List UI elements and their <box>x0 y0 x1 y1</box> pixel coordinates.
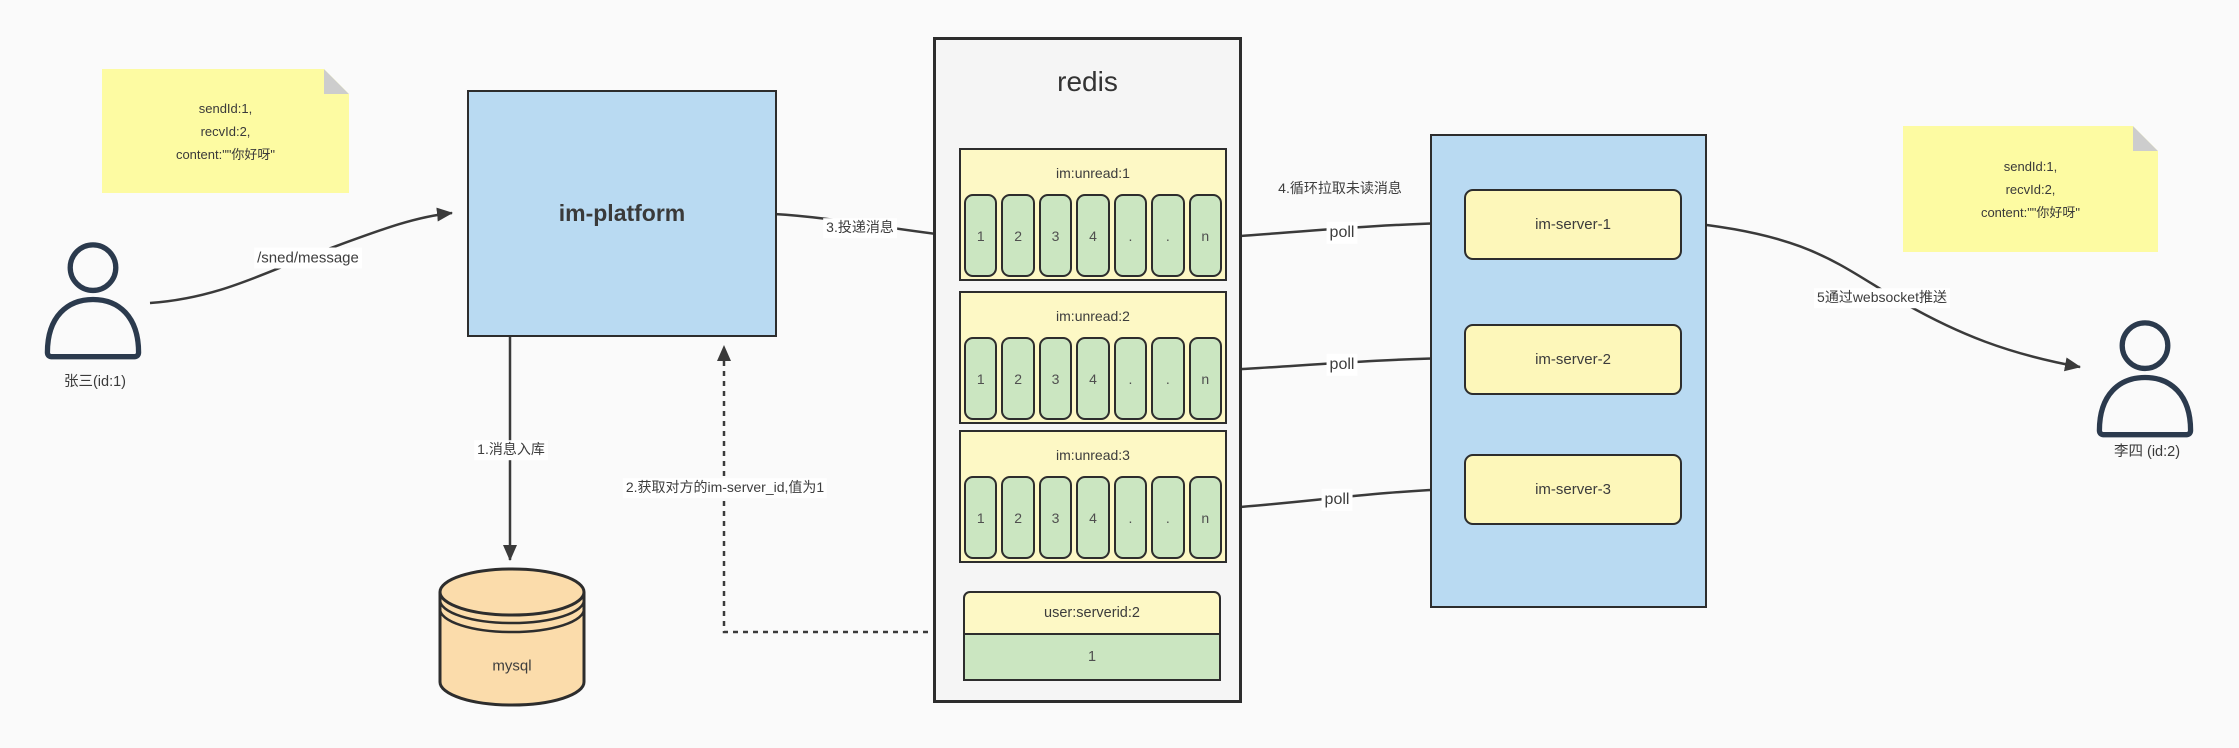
redis-container: redis im:unread:1 1 2 3 4 . . n im:unrea… <box>933 37 1242 703</box>
user-serverid-value: 1 <box>963 633 1221 681</box>
sticky-note-push-text: sendId:1, recvId:2, content:""你好呀" <box>1980 158 2081 220</box>
queue-cell: 4 <box>1076 337 1110 420</box>
mysql-label: mysql <box>492 657 532 675</box>
im-server-3-box: im-server-3 <box>1464 454 1682 525</box>
im-server-2-box: im-server-2 <box>1464 324 1682 395</box>
queue-cell: 1 <box>964 194 998 277</box>
im-server-1-box: im-server-1 <box>1464 189 1682 260</box>
queue-cell: 3 <box>1038 476 1073 559</box>
redis-title: redis <box>1057 66 1118 97</box>
queue-cell: 3 <box>1038 194 1073 277</box>
user-icon-receiver <box>2096 320 2194 438</box>
edge-label-step1: 1.消息入库 <box>474 440 548 460</box>
edge-label-step2: 2.获取对方的im-server_id,值为1 <box>622 478 828 498</box>
edge-label-step3: 3.投递消息 <box>823 218 897 238</box>
queue-cell: . <box>1151 194 1185 277</box>
im-platform-box: im-platform <box>467 90 777 337</box>
queue-cell: 2 <box>1001 476 1035 559</box>
queue-cell: 2 <box>1001 194 1035 277</box>
queue-cell: . <box>1113 194 1148 277</box>
queue-cell: n <box>1188 194 1222 277</box>
queue-cell: 4 <box>1076 476 1110 559</box>
unread-queue-1-cells: 1 2 3 4 . . n <box>964 194 1222 277</box>
sender-label: 张三(id:1) <box>63 374 127 390</box>
edge-label-send: /sned/message <box>254 247 362 269</box>
unread-queue-2: im:unread:2 1 2 3 4 . . n <box>959 291 1227 424</box>
edge-label-step5: 5通过websocket推送 <box>1814 288 1950 308</box>
sticky-note-request-text: sendId:1, recvId:2, content:""你好呀" <box>175 100 276 162</box>
queue-cell: 1 <box>964 337 998 420</box>
im-server-group: im-server-1 im-server-2 im-server-3 <box>1430 134 1707 608</box>
unread-queue-1-name: im:unread:1 <box>1056 165 1130 181</box>
queue-cell: . <box>1113 337 1148 420</box>
user-icon-sender <box>44 242 142 360</box>
queue-cell: n <box>1188 476 1222 559</box>
edge-label-step4: 4.循环拉取未读消息 <box>1278 180 1402 197</box>
sticky-note-push: sendId:1, recvId:2, content:""你好呀" <box>1903 126 2158 252</box>
queue-cell: 3 <box>1038 337 1073 420</box>
unread-queue-3-name: im:unread:3 <box>1056 447 1130 463</box>
note-fold-corner <box>2133 126 2158 151</box>
edge-label-poll-1: poll <box>1326 221 1358 245</box>
receiver-label: 李四 (id:2) <box>2113 444 2181 460</box>
sticky-note-request: sendId:1, recvId:2, content:""你好呀" <box>102 69 349 193</box>
im-platform-title: im-platform <box>558 200 686 226</box>
unread-queue-2-name: im:unread:2 <box>1056 308 1130 324</box>
queue-cell: 1 <box>964 476 998 559</box>
unread-queue-2-cells: 1 2 3 4 . . n <box>964 337 1222 420</box>
unread-queue-3-cells: 1 2 3 4 . . n <box>964 476 1222 559</box>
user-serverid-kv: user:serverid:2 1 <box>963 591 1221 681</box>
edge-label-poll-2: poll <box>1326 353 1358 377</box>
queue-cell: 4 <box>1076 194 1110 277</box>
queue-cell: . <box>1151 476 1185 559</box>
unread-queue-3: im:unread:3 1 2 3 4 . . n <box>959 430 1227 563</box>
queue-cell: . <box>1113 476 1148 559</box>
queue-cell: n <box>1188 337 1222 420</box>
unread-queue-1: im:unread:1 1 2 3 4 . . n <box>959 148 1227 281</box>
queue-cell: 2 <box>1001 337 1035 420</box>
edge-label-poll-3: poll <box>1321 488 1353 512</box>
user-serverid-key: user:serverid:2 <box>963 591 1221 635</box>
note-fold-corner <box>324 69 349 94</box>
mysql-database-icon <box>438 567 586 707</box>
queue-cell: . <box>1151 337 1185 420</box>
